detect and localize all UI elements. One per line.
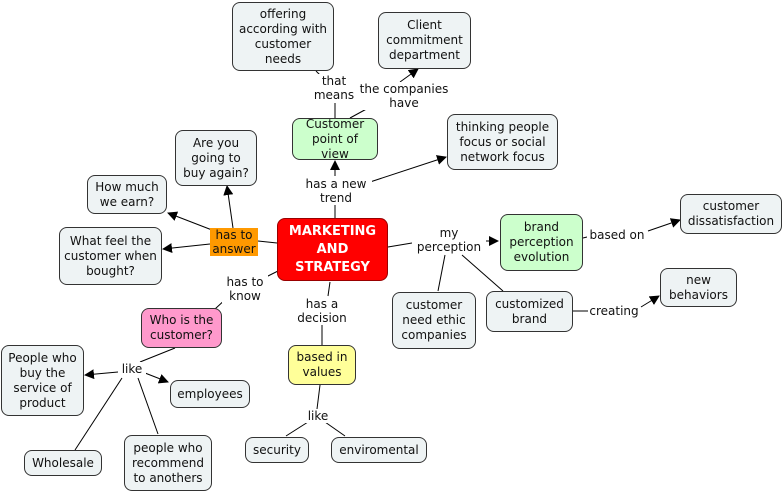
node-thinking-people[interactable]: thinking people focus or social network …	[447, 114, 558, 170]
link-central-decision	[327, 281, 331, 297]
node-ethic-companies[interactable]: customer need ethic companies	[392, 292, 476, 349]
link-who-like	[139, 347, 176, 363]
central-node-label: MARKETING AND STRATEGY	[288, 223, 377, 275]
node-people-recommend[interactable]: people who recommend to anothers	[124, 435, 212, 491]
central-node[interactable]: MARKETING AND STRATEGY	[277, 218, 388, 281]
label-new-trend: has a new trend	[300, 177, 372, 205]
link-new-trend-thinking	[369, 155, 447, 183]
node-wholesale[interactable]: Wholesale	[24, 450, 102, 476]
node-new-behaviors[interactable]: new behaviors	[660, 268, 737, 307]
node-offering[interactable]: offering according with customer needs	[232, 2, 334, 71]
label-has-to-answer: has to answer	[210, 228, 258, 256]
link-central-perception	[387, 242, 413, 248]
node-people-who-buy[interactable]: People who buy the service of product	[1, 345, 84, 416]
label-that-means: that means	[310, 74, 358, 102]
link-like-wholesale	[74, 377, 123, 451]
node-buy-again[interactable]: Are you going to buy again?	[175, 130, 257, 186]
link-like-people	[84, 369, 119, 380]
label-like-values: like	[304, 409, 332, 423]
link-like-employees	[144, 372, 169, 384]
link-creating-new-behaviors	[640, 295, 660, 308]
node-brand-perception[interactable]: brand perception evolution	[500, 214, 583, 271]
link-central-answer	[257, 240, 278, 244]
label-creating: creating	[588, 304, 640, 318]
link-answer-how-much	[167, 211, 213, 231]
node-customized-brand[interactable]: customized brand	[486, 291, 573, 332]
link-answer-what-feel	[162, 243, 211, 254]
label-like-who: like	[118, 362, 146, 376]
label-has-decision: has a decision	[294, 297, 350, 325]
label-companies-have: the companies have	[358, 82, 450, 110]
node-who-is-customer[interactable]: Who is the customer?	[141, 308, 222, 348]
node-what-feel[interactable]: What feel the customer when bought?	[59, 227, 162, 285]
link-like-security	[285, 421, 309, 437]
node-customer-point-of-view[interactable]: Customer point of view	[292, 117, 378, 161]
node-based-in-values[interactable]: based in values	[288, 345, 356, 385]
node-security[interactable]: security	[245, 437, 309, 463]
link-values-like	[316, 384, 321, 410]
label-has-to-know: has to know	[222, 275, 268, 303]
link-perception-customized	[461, 254, 504, 292]
node-customer-dissatisfaction[interactable]: customer dissatisfaction	[680, 194, 782, 234]
node-employees[interactable]: employees	[170, 380, 250, 408]
node-how-much[interactable]: How much we earn?	[87, 175, 167, 214]
link-perception-ethic	[437, 254, 446, 292]
link-brand-based-on	[582, 236, 588, 239]
link-companies-client	[399, 68, 419, 83]
link-answer-buy-again	[223, 185, 234, 229]
link-like-enviromental	[324, 421, 346, 437]
node-client-commitment[interactable]: Client commitment department	[378, 12, 471, 69]
label-based-on: based on	[587, 228, 647, 242]
link-like-recommend	[137, 377, 159, 435]
link-based-on-dissatisfaction	[647, 218, 681, 232]
label-my-perception: my perception	[412, 226, 486, 254]
node-enviromental[interactable]: enviromental	[331, 437, 427, 463]
